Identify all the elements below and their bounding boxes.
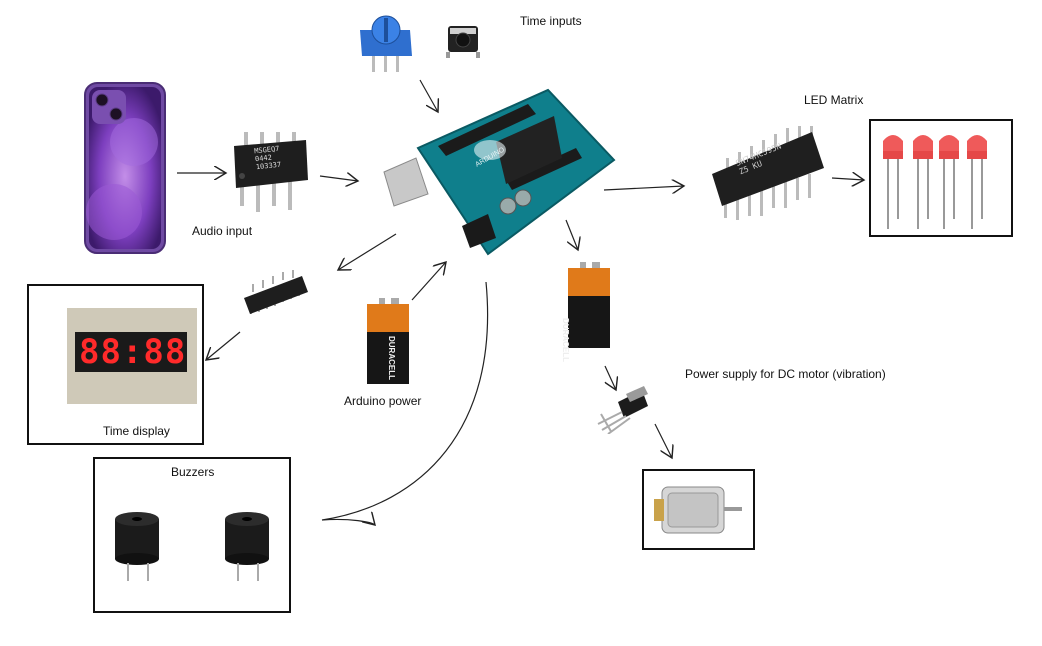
smartphone-icon — [84, 82, 166, 254]
dc-motor-icon — [654, 486, 742, 534]
red-led-icon — [883, 135, 903, 229]
msgeq7-chip-icon — [234, 132, 308, 212]
led-matrix-box — [869, 119, 1013, 237]
battery-motor-icon — [568, 262, 610, 348]
seven-segment-display — [75, 332, 187, 372]
battery-motor-brand: DURACELL — [561, 318, 570, 362]
dc-motor-box — [642, 469, 755, 550]
power-supply-label: Power supply for DC motor (vibration) — [685, 367, 886, 381]
buzzer-icon — [115, 512, 159, 581]
arduino-board-icon — [383, 88, 616, 256]
arrow-arduino-to-battery — [565, 219, 578, 250]
arrow-power-to-arduino — [411, 262, 446, 301]
arrow-arduino-to-shift-register — [603, 186, 684, 190]
led-row-icon — [883, 135, 987, 229]
time-display-box: 88:88 Time display — [27, 284, 204, 445]
transistor-icon — [597, 386, 648, 434]
buzzers-label: Buzzers — [171, 465, 215, 479]
display-driver-chip-icon — [244, 270, 308, 314]
arrow-inputs-to-arduino — [419, 79, 438, 112]
arrow-arduino-to-display-chip — [338, 233, 397, 270]
potentiometer-icon — [360, 15, 412, 72]
arrow-battery-to-transistor — [604, 365, 616, 390]
arduino-power-label: Arduino power — [344, 394, 422, 408]
seven-segment-digits: 88:88 — [79, 332, 187, 372]
msgeq7-marking: MSGEQ7 0442 103337 — [254, 145, 282, 172]
shift-register-chip-icon — [712, 126, 824, 220]
audio-input-label: Audio input — [192, 224, 253, 238]
red-led-icon — [913, 135, 933, 229]
arrow-transistor-to-motor — [654, 423, 672, 458]
led-matrix-label: LED Matrix — [804, 93, 864, 107]
battery-arduino-icon — [367, 298, 409, 384]
arrow-msgeq7-to-arduino — [319, 176, 358, 181]
battery-arduino-brand: DURACELL — [387, 336, 396, 380]
red-led-icon — [967, 135, 987, 229]
arrow-chip-to-display — [206, 331, 241, 360]
buzzer-icon — [225, 512, 269, 581]
arrow-arduino-to-buzzers — [321, 281, 489, 525]
time-display-label: Time display — [103, 424, 170, 438]
buzzers-box: Buzzers — [93, 457, 291, 613]
time-inputs-label: Time inputs — [520, 14, 582, 28]
red-led-icon — [939, 135, 959, 229]
push-button-icon — [446, 26, 480, 58]
arrow-shift-register-to-leds — [831, 178, 864, 180]
